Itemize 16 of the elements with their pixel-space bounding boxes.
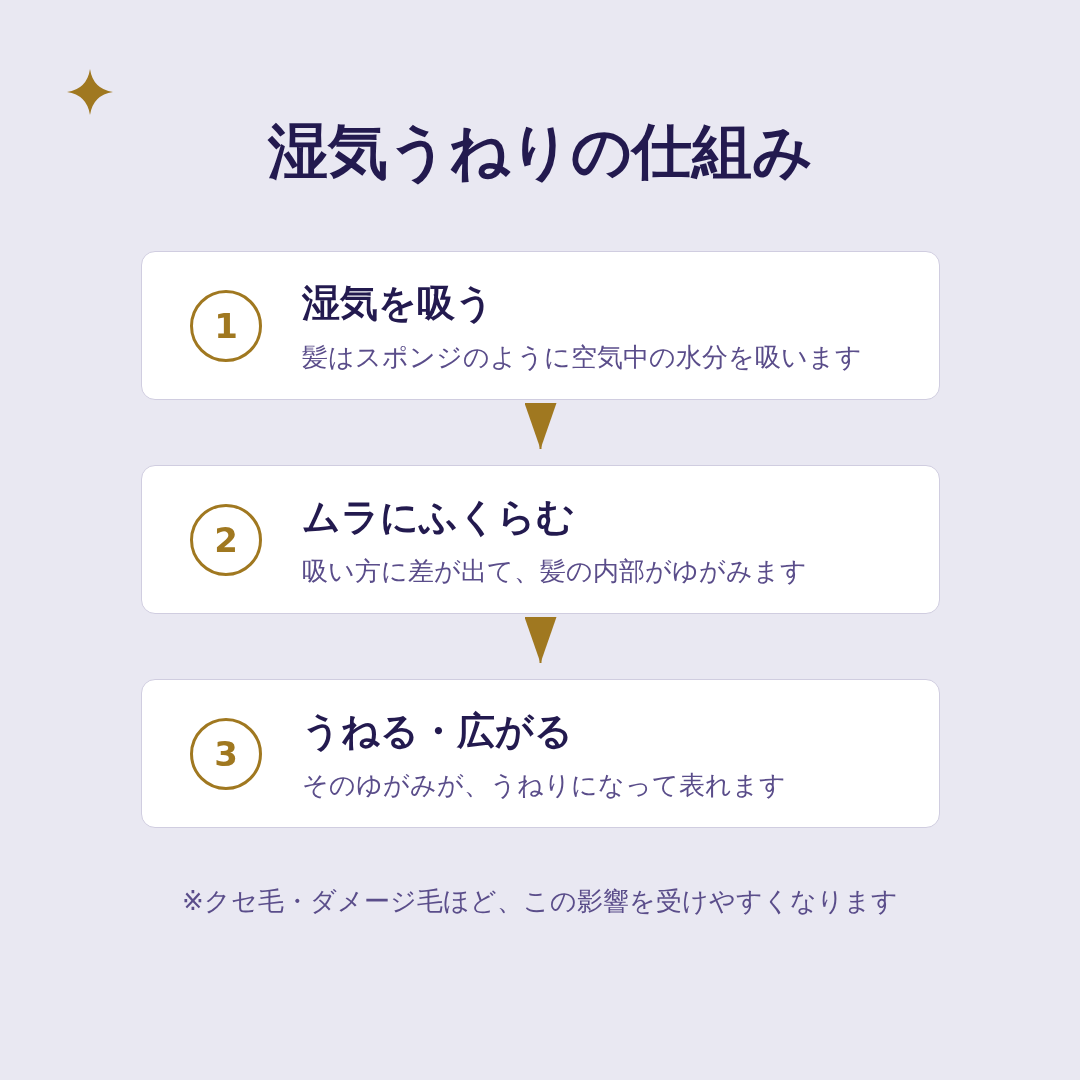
- step-card: [141, 251, 940, 400]
- step-description: 髪はスポンジのように空気中の水分を吸います: [302, 341, 862, 374]
- step-number: 1: [190, 290, 262, 362]
- footnote: ※クセ毛・ダメージ毛ほど、この影響を受けやすくなります: [182, 885, 898, 918]
- step-card: [141, 465, 940, 614]
- step-number: 2: [190, 504, 262, 576]
- step-heading: 湿気を吸う: [302, 280, 494, 327]
- step-card: [141, 679, 940, 828]
- arrow: [524, 403, 557, 450]
- step-heading: うねる・広がる: [302, 708, 573, 755]
- step-description: そのゆがみが、うねりになって表れます: [302, 769, 786, 802]
- title: 湿気うねりの仕組み: [267, 115, 813, 188]
- step-description: 吸い方に差が出て、髪の内部がゆがみます: [302, 555, 807, 588]
- arrow: [524, 617, 557, 664]
- step-heading: ムラにふくらむ: [302, 494, 575, 541]
- step-number: 3: [190, 718, 262, 790]
